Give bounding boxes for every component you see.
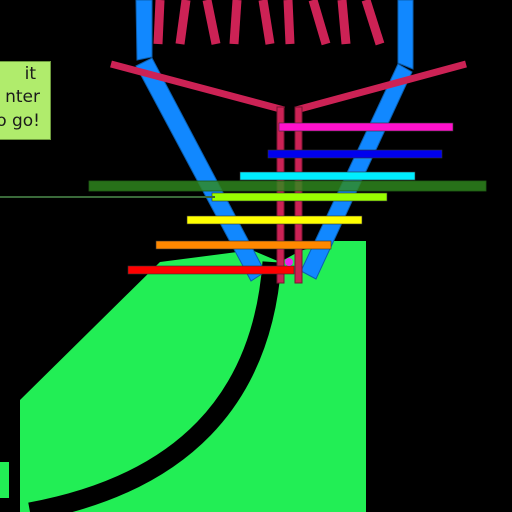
bar-yellow[interactable] [186,215,363,225]
ball-marker [285,258,293,266]
hint-line-1: it [24,64,36,84]
curved-chute [28,261,282,512]
color-bars [127,122,454,275]
funnel [135,0,414,282]
hint-line-2: nter [5,87,40,107]
slanted-rails [110,60,467,114]
bar-magenta[interactable] [278,122,454,132]
top-teeth [153,0,385,46]
bar-blue[interactable] [267,149,443,159]
hint-box: it nter o go! [0,61,51,140]
bar-red[interactable] [127,265,295,275]
bar-lime[interactable] [211,192,388,202]
hint-line-3: o go! [0,111,40,131]
ground-terrain [0,241,366,512]
bar-cyan[interactable] [239,171,416,181]
bar-orange[interactable] [155,240,332,250]
ground-left-block [0,462,9,498]
target-band [88,180,487,192]
